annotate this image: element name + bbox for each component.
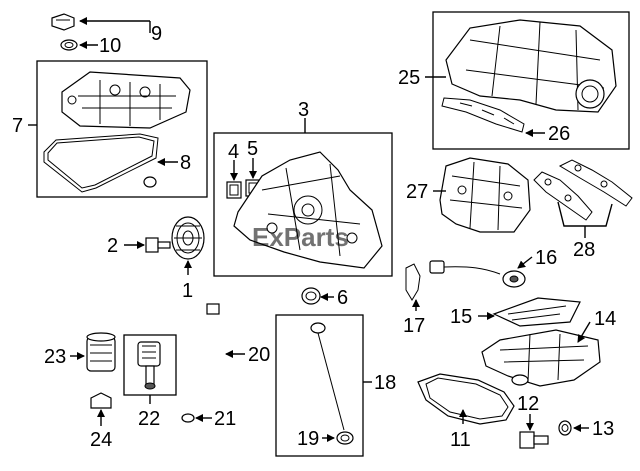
oil-filter-housing-part	[86, 332, 116, 372]
callout-9: 9	[151, 23, 162, 45]
dipstick-group-box	[275, 314, 364, 457]
callout-4: 4	[228, 141, 239, 163]
callout-18: 18	[374, 372, 396, 394]
callout-11: 11	[450, 429, 471, 451]
oil-baffle-part	[492, 297, 581, 327]
valve-cover-part	[61, 71, 191, 129]
lower-intake-manifold-part	[439, 157, 531, 233]
upper-oil-pan-part	[481, 329, 601, 387]
callout-2: 2	[107, 235, 118, 257]
callout-24: 24	[90, 429, 112, 451]
dipstick-part	[310, 322, 345, 431]
callout-22: 22	[138, 408, 160, 430]
oil-drain-plug-part	[90, 392, 112, 409]
dipstick-tube-part	[185, 303, 220, 419]
callout-27: 27	[406, 181, 428, 203]
intake-manifold-gasket-part	[441, 97, 525, 133]
pulley-bolt-part	[145, 237, 171, 253]
leader-14	[577, 321, 591, 343]
valve-cover-seal-part	[143, 176, 157, 188]
timing-cover-gasket-4-part	[226, 181, 242, 199]
drain-washer-part	[558, 420, 572, 436]
callout-5: 5	[247, 138, 258, 160]
callout-28: 28	[573, 239, 595, 261]
callout-8: 8	[180, 152, 191, 174]
callout-3: 3	[298, 99, 309, 121]
leader-16	[517, 256, 533, 269]
manifold-gasket-right-part	[558, 159, 633, 207]
timing-cover-part	[233, 151, 383, 269]
callout-13: 13	[592, 418, 614, 440]
watermark: ExParts	[252, 222, 349, 252]
callout-7: 7	[12, 115, 23, 137]
callout-6: 6	[337, 287, 348, 309]
valve-cover-gasket-part	[43, 133, 159, 193]
crankshaft-pulley-part	[171, 216, 205, 260]
manifold-gasket-left-part	[533, 171, 593, 221]
oil-pressure-sensor-part	[429, 260, 526, 288]
dipstick-o-ring-part	[336, 431, 354, 445]
callout-19: 19	[297, 428, 319, 450]
oil-cap-gasket-part	[60, 39, 78, 51]
timing-cover-group-box	[213, 132, 393, 277]
callout-16: 16	[535, 247, 557, 269]
oil-filler-cap-part	[51, 13, 75, 31]
callout-23: 23	[44, 346, 66, 368]
callout-10: 10	[99, 35, 121, 57]
callout-25: 25	[398, 67, 420, 89]
crankshaft-seal-part	[301, 287, 321, 305]
intake-manifold-group-box	[432, 11, 630, 150]
callout-17: 17	[403, 315, 425, 337]
oil-filter-element-part	[137, 341, 161, 390]
seal-17-part	[405, 263, 421, 301]
callout-15: 15	[450, 306, 472, 328]
callout-1: 1	[182, 280, 193, 302]
drain-bolt-part	[519, 431, 549, 449]
valve-cover-group-box	[36, 60, 208, 198]
callout-20: 20	[248, 344, 270, 366]
callout-21: 21	[214, 408, 236, 430]
lower-oil-pan-part	[417, 373, 515, 425]
tube-o-ring-part	[181, 413, 195, 423]
callout-14: 14	[594, 308, 616, 330]
intake-manifold-part	[445, 19, 617, 113]
callout-26: 26	[548, 123, 570, 145]
callout-12: 12	[517, 393, 539, 415]
